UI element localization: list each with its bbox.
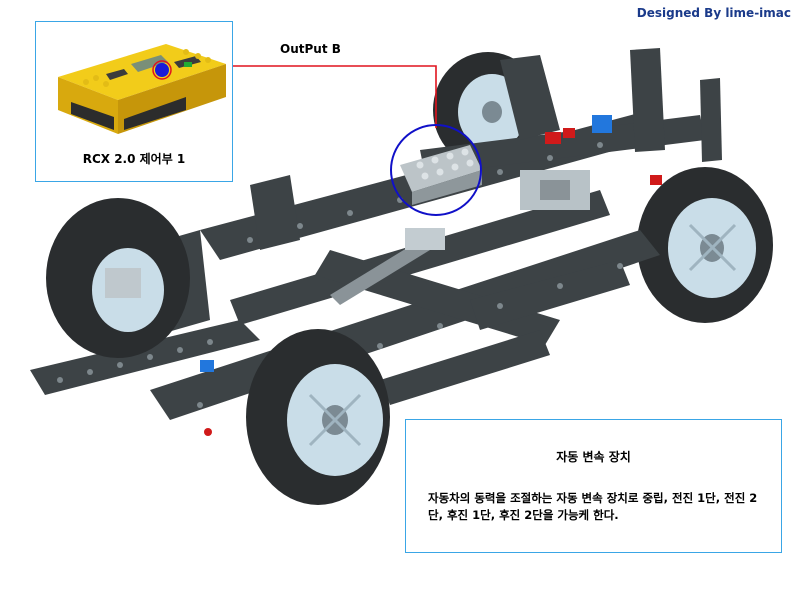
output-b-label: OutPut B — [280, 42, 341, 56]
designer-credit: Designed By lime-imac — [636, 6, 791, 20]
info-title: 자동 변속 장치 — [556, 450, 631, 464]
output-connector-line — [160, 65, 437, 128]
rcx-caption: RCX 2.0 제어부 1 — [82, 152, 186, 166]
rcx-brick-illustration — [58, 44, 226, 134]
rcx-panel: RCX 2.0 제어부 1 — [35, 21, 233, 182]
rear-right-wheel — [637, 167, 773, 323]
info-description: 자동차의 동력을 조절하는 자동 변속 장치로 중립, 전진 1단, 전진 2단… — [428, 491, 758, 522]
info-panel: 자동 변속 장치 자동차의 동력을 조절하는 자동 변속 장치로 중립, 전진 … — [405, 419, 782, 553]
motor-highlight-circle — [390, 124, 482, 216]
gearbox — [330, 170, 590, 305]
output-b-port — [155, 63, 169, 77]
motor-brick — [400, 145, 482, 205]
front-left-wheel — [46, 198, 190, 358]
front-right-wheel — [246, 329, 390, 505]
beam-holes — [57, 142, 623, 408]
